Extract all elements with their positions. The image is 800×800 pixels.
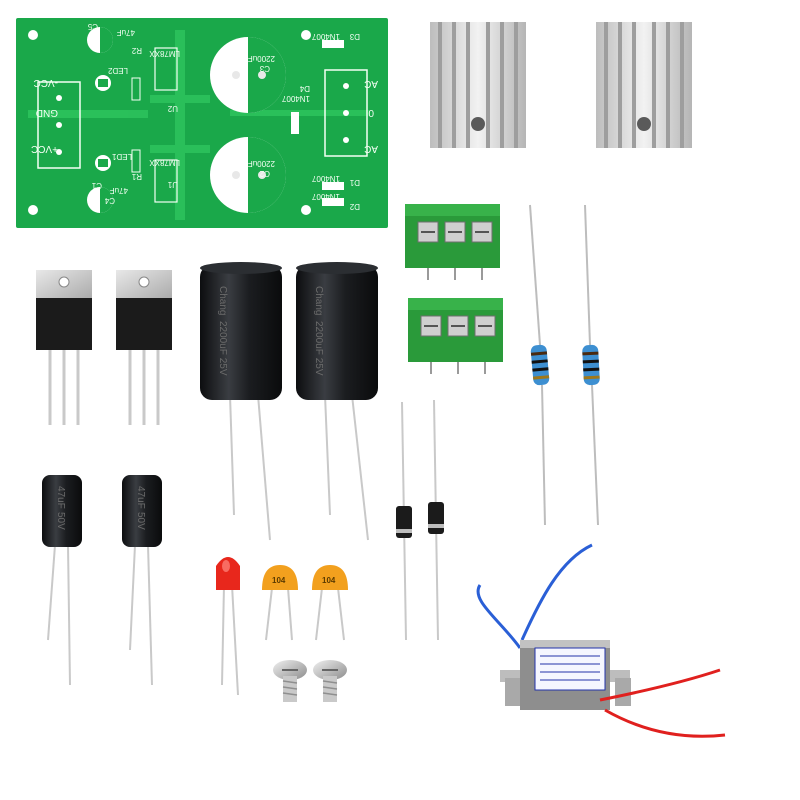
ceramic-capacitor-left: 104 bbox=[262, 565, 298, 641]
pcb-label-c3: C3 bbox=[259, 64, 270, 73]
resistor-left bbox=[529, 204, 550, 526]
pcb-label-c3-val: 2200uF bbox=[248, 54, 275, 63]
pcb-label-lm-top: LM78XX bbox=[149, 49, 180, 58]
voltage-regulator-right bbox=[116, 270, 172, 425]
cap-small-right-rating-b: 50V bbox=[135, 512, 146, 530]
cap-large-right-rating: 2200uF 25V bbox=[313, 321, 324, 376]
pcb-label-c2: C2 bbox=[259, 169, 270, 178]
pcb-label-led1: LED1 bbox=[111, 152, 132, 161]
ceramic-left-code: 104 bbox=[272, 576, 286, 585]
pcb-label-ac-top: AC bbox=[364, 78, 378, 89]
ceramic-capacitor-right: 104 bbox=[312, 565, 348, 641]
pcb-board: C5 47uF LED2 R2 C1 C4 47uF LED1 R1 LM78X… bbox=[16, 18, 388, 228]
led-red bbox=[216, 557, 240, 696]
cap-large-right-brand: Chang bbox=[313, 286, 324, 315]
pcb-c2-footprint bbox=[210, 137, 286, 213]
cap-small-left-rating-b: 50V bbox=[55, 512, 66, 530]
pcb-label-in4007-d: 1N4007 bbox=[311, 192, 340, 201]
electrolytic-capacitor-large-left: Chang 2200uF 25V bbox=[200, 262, 282, 541]
electrolytic-capacitor-small-left: 47uF 50V bbox=[42, 475, 82, 686]
cap-small-right-rating-a: 47uF bbox=[135, 486, 146, 509]
electrolytic-capacitor-large-right: Chang 2200uF 25V bbox=[296, 262, 378, 541]
pcb-label-vcc-pos: +VCC bbox=[31, 143, 58, 154]
pcb-label-cap47-top: 47uF bbox=[117, 28, 135, 37]
pcb-label-d4: D4 bbox=[299, 84, 310, 93]
pcb-label-lm-bottom: LM78XX bbox=[149, 158, 180, 167]
pcb-label-u2: U2 bbox=[167, 104, 178, 113]
pcb-label-led2: LED2 bbox=[107, 66, 128, 75]
heatsink-left bbox=[430, 22, 526, 148]
transformer bbox=[476, 543, 726, 738]
pcb-label-c5: C5 bbox=[87, 22, 98, 31]
pcb-label-d2: D2 bbox=[349, 202, 360, 211]
pcb-label-ac-bottom: AC bbox=[364, 143, 378, 154]
pcb-label-ac-zero: 0 bbox=[368, 107, 374, 118]
voltage-regulator-left bbox=[36, 270, 92, 425]
screw-terminal-top bbox=[405, 204, 500, 280]
pcb-label-d1: D1 bbox=[349, 178, 360, 187]
pcb-c3-footprint bbox=[210, 37, 286, 113]
heatsink-right bbox=[596, 22, 692, 148]
diode-right bbox=[428, 399, 444, 641]
pcb-label-in4007-b: 1N4007 bbox=[281, 94, 310, 103]
pcb-label-in4007-c: 1N4007 bbox=[311, 174, 340, 183]
pcb-label-vcc-neg: -VCC bbox=[34, 77, 58, 88]
pcb-label-in4007-a: 1N4007 bbox=[311, 32, 340, 41]
cap-small-left-rating-a: 47uF bbox=[55, 486, 66, 509]
cap-large-left-rating: 2200uF 25V bbox=[217, 321, 228, 376]
pcb-label-r2: R2 bbox=[131, 46, 142, 55]
pcb-label-u1: U1 bbox=[167, 180, 178, 189]
cap-large-left-brand: Chang bbox=[217, 286, 228, 315]
screw-terminal-bottom bbox=[408, 298, 503, 374]
pcb-label-gnd: GND bbox=[36, 107, 58, 118]
resistor-right bbox=[582, 204, 600, 526]
pcb-label-c1: C1 bbox=[91, 181, 102, 190]
screw-right bbox=[313, 660, 347, 702]
ceramic-right-code: 104 bbox=[322, 576, 336, 585]
diode-left bbox=[396, 401, 412, 641]
pcb-label-r1: R1 bbox=[131, 172, 142, 181]
screw-left bbox=[273, 660, 307, 702]
pcb-label-d3: D3 bbox=[349, 32, 360, 41]
pcb-label-c4: C4 bbox=[104, 196, 115, 205]
pcb-label-cap47-bottom: 47uF bbox=[110, 186, 128, 195]
pcb-label-c2-val: 2200uF bbox=[248, 159, 275, 168]
electrolytic-capacitor-small-right: 47uF 50V bbox=[122, 475, 162, 686]
